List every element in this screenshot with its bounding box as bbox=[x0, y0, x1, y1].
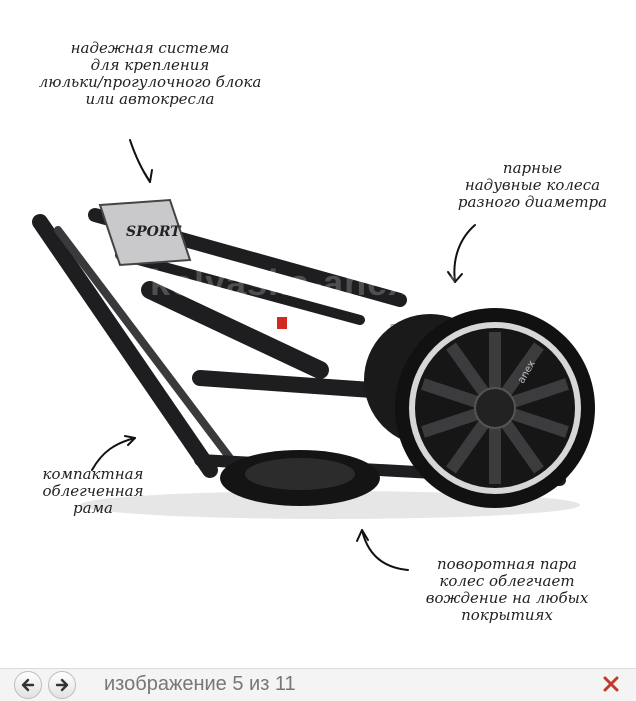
arrow-frame bbox=[91, 437, 136, 471]
viewer-bottom-bar: изображение 5 из 11 bbox=[0, 668, 636, 701]
red-lock bbox=[277, 317, 287, 329]
arrow-left-icon bbox=[21, 678, 35, 692]
arrow-right-icon bbox=[55, 678, 69, 692]
stroller-illustration: SPORT SWISS bbox=[32, 139, 595, 571]
image-counter: изображение 5 из 11 bbox=[104, 673, 296, 695]
next-button[interactable] bbox=[48, 671, 76, 699]
annotation-swivel: поворотная пара колес облегчает вождение… bbox=[425, 555, 589, 624]
photo-stage: SPORT SWISS bbox=[32, 39, 608, 624]
annotation-mount-system: надежная система для крепления люльки/пр… bbox=[38, 39, 262, 108]
arrow-wheels bbox=[453, 224, 476, 283]
close-button[interactable] bbox=[600, 673, 626, 699]
prev-button[interactable] bbox=[14, 671, 42, 699]
annotation-frame: компактная облегченная рама bbox=[42, 465, 144, 517]
annotation-wheels: парные надувные колеса разного диаметра bbox=[457, 159, 608, 211]
arrow-swivel bbox=[361, 529, 409, 571]
watermark: kolyaska-anex.ru bbox=[150, 262, 459, 303]
sport-badge-text: SPORT bbox=[126, 224, 182, 240]
rear-wheel: anex bbox=[395, 308, 595, 508]
close-icon bbox=[603, 676, 619, 692]
sport-badge-plate bbox=[98, 198, 192, 267]
